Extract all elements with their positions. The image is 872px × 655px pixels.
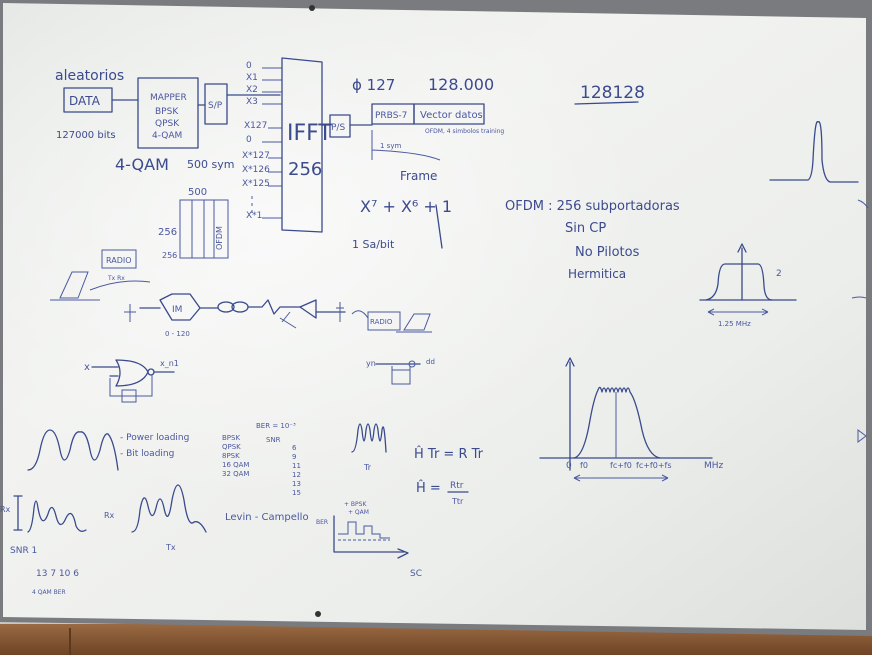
label-aleatorios: aleatorios [55,68,124,84]
input-xs127: X*127 [242,151,270,161]
label-ps: P/S [331,123,345,133]
frame-structure: ϕ 127 128.000 PRBS-7 Vector datos OFDM, … [352,75,504,251]
label-128000: 128.000 [428,75,494,94]
label-bottom-note: 4 QAM BER [32,589,66,596]
label-256b: 256 [162,251,177,260]
label-qam-small: 4-QAM [152,131,182,141]
label-sin-cp: Sin CP [565,221,606,236]
label-2: 2 [776,269,782,279]
label-4qam: 4-QAM [115,155,169,174]
label-rtr: Rtr [450,481,464,491]
label-128128: 128128 [580,83,645,103]
label-ifft-size: 256 [288,159,322,180]
label-h-eq: Ĥ Tr = R Tr [414,446,484,462]
spectrum-fc: fc+f0 [610,461,632,470]
label-ttr: Ttr [451,497,464,506]
label-rx-left: Rx [0,505,11,514]
label-500: 500 [188,187,207,198]
label-data: DATA [69,94,101,108]
input-x1: X1 [246,73,258,83]
loading-notes: - Power loading - Bit loading BPSK QPSK … [0,422,387,596]
input-xs1: X*1 [246,211,262,221]
label-ofdm-vertical: OFDM [215,226,224,250]
label-tr: Tr [363,463,372,472]
label-ofdm-training: OFDM, 4 simbolos training [425,128,504,135]
input-0b: 0 [246,135,252,145]
label-phi127: ϕ 127 [352,76,395,94]
label-mapper: MAPPER [150,93,187,103]
label-im: IM [172,305,182,315]
snr-9: 9 [292,453,296,461]
label-x-in: x [84,362,90,373]
label-bpsk: BPSK [155,107,179,117]
snr-12: 12 [292,471,301,479]
snr-11: 11 [292,462,301,470]
label-ber-1e3: BER = 10⁻³ [256,422,296,430]
label-snr-col: SNR [266,436,281,444]
label-h-hat: Ĥ = [416,480,441,496]
label-sc: SC [410,569,422,579]
optical-link-diagram: RADIO Tx Rx IM 0 - 120 RADIO x x_n1 yn [50,249,435,403]
label-sp: S/P [208,101,223,111]
label-tx: Tx [165,543,176,552]
label-radio-tx: RADIO [370,318,393,326]
label-snr1: SNR 1 [10,546,37,556]
label-no-pilotos: No Pilotos [575,245,640,260]
label-bits: 127000 bits [56,130,116,141]
input-xs126: X*126 [242,165,270,175]
equalizer-notes: Ĥ Tr = R Tr Ĥ = Rtr Ttr + BPSK + QAM BER… [316,446,484,579]
label-1sa-bit: 1 Sa/bit [352,238,395,251]
mod-16qam: 16 QAM [222,461,249,469]
input-xs125: X*125 [242,179,270,189]
spectrum-mhz: MHz [704,461,724,471]
mod-bpsk: BPSK [222,434,240,442]
input-x2: X2 [246,85,258,95]
label-qam-note: + QAM [348,509,369,516]
label-256a: 256 [158,227,177,238]
label-poly: X⁷ + X⁶ + 1 [360,197,452,216]
label-qpsk: QPSK [155,119,180,129]
snr-13: 13 [292,480,301,488]
ofdm-notes: 128128 OFDM : 256 subportadoras Sin CP N… [505,83,869,328]
label-vector-datos: Vector datos [420,110,483,121]
label-snr-values: 13 7 10 6 [36,569,79,579]
label-ber-axis: BER [316,519,328,526]
snr-6: 6 [292,444,297,452]
label-prbs: PRBS-7 [375,111,407,121]
input-x127: X127 [244,121,267,131]
input-x3: X3 [246,97,258,107]
label-500sym: 500 sym [187,158,234,171]
label-bpsk-note: + BPSK [344,501,367,508]
mod-32qam: 32 QAM [222,470,249,478]
label-1-25mhz: 1.25 MHz [718,320,751,328]
label-h-out: dd [426,358,435,366]
mod-qpsk: QPSK [222,443,241,451]
label-x-out: x_n1 [160,359,179,368]
label-h-in: yn [366,359,376,368]
label-rx: Rx [104,511,115,520]
label-hermitica: Hermitica [568,267,626,281]
spectrum-fc-f0-fs: fc+f0+fs [636,461,672,470]
spectrum-f0: f0 [580,461,588,470]
label-ofdm-subportadoras: OFDM : 256 subportadoras [505,199,680,214]
spectrum-zero: 0 [566,461,572,471]
board-screw-top [309,5,315,11]
label-levin-campello: Levin - Campello [225,512,309,523]
mod-8psk: 8PSK [222,452,240,460]
label-bit-loading: - Bit loading [120,449,174,459]
label-power-loading: - Power loading [120,433,189,443]
tx-chain-diagram: aleatorios DATA 127000 bits MAPPER BPSK … [55,57,373,260]
snr-15: 15 [292,489,301,497]
input-0: 0 [246,61,252,71]
spectrum-plot: 0 f0 fc+f0 fc+f0+fs MHz [539,357,724,482]
label-1sym: 1 sym [380,142,401,150]
label-tx-rx: Tx Rx [107,275,125,282]
board-screw-bottom [315,611,321,617]
label-frame: Frame [400,169,437,183]
label-im-dist: 0 - 120 [165,330,190,338]
label-radio: RADIO [106,256,132,265]
